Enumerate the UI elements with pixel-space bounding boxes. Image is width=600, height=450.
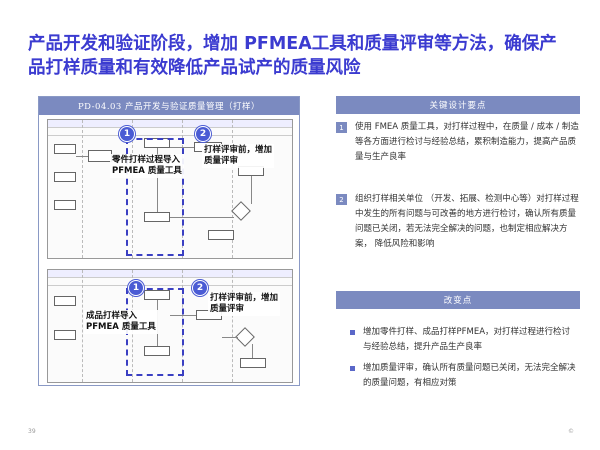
swimlane-divider	[132, 120, 133, 258]
flow-box	[54, 296, 76, 306]
title-line-1: 产品开发和验证阶段，增加 PFMEA工具和质量评审等方法，确保产	[28, 34, 557, 54]
key-points-header: 关键设计要点	[336, 96, 580, 114]
flow-box	[208, 230, 234, 240]
bullet-square-icon	[350, 366, 355, 371]
step-badge-1: 1	[128, 280, 144, 296]
flow-connector	[222, 337, 238, 338]
flow-box	[54, 144, 76, 154]
change-point-text: 增加质量评审，确认所有质量问题已关闭，无法完全解决的质量问题，有相应对策	[363, 363, 576, 388]
swimlane-divider	[232, 270, 233, 382]
flowchart-product-sampling: 1 2 成品打样导入 PFMEA 质量工具 打样评审前，增加 质量评审	[47, 269, 293, 383]
step-badge-2: 2	[192, 280, 208, 296]
page-title: 产品开发和验证阶段，增加 PFMEA工具和质量评审等方法，确保产 品打样质量和有…	[28, 32, 576, 80]
title-line-2: 品打样质量和有效降低产品试产的质量风险	[28, 58, 361, 78]
process-diagram-header: PD-04.03 产品开发与验证质量管理（打样）	[39, 97, 299, 115]
flow-connector	[170, 217, 234, 218]
swimlane-divider	[82, 270, 83, 382]
flowchart-subheader-row	[48, 128, 292, 136]
flowchart-header-row	[48, 270, 292, 278]
key-point-text: 组织打样相关单位 （开发、拓展、检测中心等）对打样过程中发生的所有问题与可改善的…	[355, 194, 579, 249]
footer-mark: ©	[568, 428, 574, 435]
flowchart-part-sampling: 1 2 零件打样过程导入 PFMEA 质量工具 打样评审前，增加 质量评审	[47, 119, 293, 259]
callout-quality-review: 打样评审前，增加 质量评审	[208, 292, 281, 316]
callout-quality-review: 打样评审前，增加 质量评审	[202, 144, 275, 168]
flow-box	[144, 290, 170, 300]
flow-connector	[157, 148, 158, 212]
flow-box	[88, 150, 112, 162]
bullet-square-icon	[350, 330, 355, 335]
swimlane-divider	[232, 120, 233, 258]
step-badge-2: 2	[195, 126, 211, 142]
key-point-1: 1 使用 FMEA 质量工具，对打样过程中，在质量 / 成本 / 制造等各方面进…	[336, 120, 580, 165]
flow-box	[240, 358, 266, 368]
flow-connector	[76, 156, 88, 157]
flow-box	[144, 212, 170, 222]
change-point-1: 增加零件打样、成品打样PFMEA，对打样过程进行检讨与经验总结，提升产品生产良率	[350, 325, 578, 355]
flowchart-header-row	[48, 120, 292, 128]
callout-product-pfmea: 成品打样导入 PFMEA 质量工具	[84, 310, 158, 334]
key-point-2: 2 组织打样相关单位 （开发、拓展、检测中心等）对打样过程中发生的所有问题与可改…	[336, 192, 580, 252]
process-diagram-panel: PD-04.03 产品开发与验证质量管理（打样） 1 2 零件打样过程导入 PF…	[38, 96, 300, 386]
change-points-header: 改变点	[336, 291, 580, 309]
key-point-text: 使用 FMEA 质量工具，对打样过程中，在质量 / 成本 / 制造等各方面进行检…	[355, 122, 579, 162]
change-point-text: 增加零件打样、成品打样PFMEA，对打样过程进行检讨与经验总结，提升产品生产良率	[363, 327, 571, 352]
swimlane-divider	[82, 120, 83, 258]
flow-connector	[252, 344, 253, 358]
highlight-pfmea-region	[126, 138, 184, 256]
callout-part-pfmea: 零件打样过程导入 PFMEA 质量工具	[110, 154, 184, 178]
step-badge-1: 1	[119, 126, 135, 142]
flow-box	[54, 330, 76, 340]
key-point-number: 2	[336, 194, 347, 205]
change-points-panel: 改变点 增加零件打样、成品打样PFMEA，对打样过程进行检讨与经验总结，提升产品…	[336, 291, 580, 409]
flow-box	[144, 346, 170, 356]
flow-box	[54, 200, 76, 210]
key-points-panel: 关键设计要点 1 使用 FMEA 质量工具，对打样过程中，在质量 / 成本 / …	[336, 96, 580, 276]
key-point-number: 1	[336, 122, 347, 133]
flowchart-subheader-row	[48, 278, 292, 286]
flow-box	[54, 172, 76, 182]
flow-decision	[231, 201, 251, 221]
flow-connector	[251, 176, 252, 204]
page-number: 39	[28, 428, 36, 435]
change-point-2: 增加质量评审，确认所有质量问题已关闭，无法完全解决的质量问题，有相应对策	[350, 361, 578, 391]
